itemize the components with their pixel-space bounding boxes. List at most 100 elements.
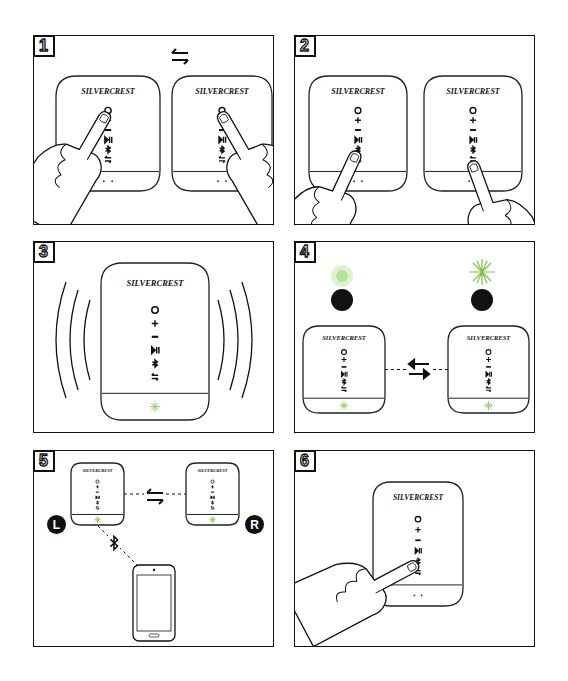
speaker-band [304,398,384,399]
step-panel: 6SILVERCREST [294,450,535,647]
drawing-stroke [153,569,155,571]
bluetooth-button [471,146,475,152]
speaker-band [310,171,406,172]
play-pause-button [105,137,112,143]
step-number: 3 [39,244,48,260]
speaker-body [448,326,529,413]
drawing-stroke [144,486,166,506]
volume-up-button [211,485,214,488]
control-buttons [486,350,491,392]
link-button [96,506,99,509]
volume-down-button [415,539,420,541]
volume-down-button [96,492,99,493]
speaker-band [187,514,238,515]
drawing-stroke [449,147,535,225]
step-panel: 4SILVERCREST SILVERCREST [294,241,535,433]
step-number: 5 [39,453,48,469]
step-badge: 4 [294,241,316,263]
link-button [105,156,111,163]
pairing-link [385,369,448,370]
brand-name: SILVERCREST [197,469,227,474]
channel-letter: R [250,519,259,531]
volume-down-button [211,492,214,493]
volume-up-button [152,320,158,326]
power-button [211,480,214,483]
link-button [211,506,214,509]
indicator-dot [111,180,113,182]
drawing-stroke [110,536,117,549]
play-pause-button [152,347,159,353]
volume-down-button [355,129,361,131]
drawing-stroke [481,194,523,225]
volume-up-button [96,485,99,488]
speaker-band [72,514,123,515]
speaker-body [186,463,239,525]
drawing-stroke [133,565,175,641]
drawing-stroke [300,182,344,225]
pairing-arrows [144,486,166,506]
volume-up-button [342,357,347,362]
bluetooth-button [220,146,225,153]
link-button [219,156,225,163]
drawing-stroke [211,519,213,521]
drawing-stroke [44,139,91,193]
play-pause-button [415,548,421,553]
drawing-stroke [469,259,495,285]
brand-name: SILVERCREST [322,335,365,342]
step-number: 2 [300,38,309,54]
bluetooth-button [106,146,111,153]
step-number: 4 [300,244,309,260]
volume-up-button [355,117,361,123]
power-button [486,350,491,355]
drawing-stroke [153,405,157,409]
step-panel: 5LSILVERCRESTSILVERCRESTR [33,450,274,647]
speaker-body [303,326,385,413]
pairing-link [124,494,186,495]
power-button [415,517,420,522]
drawing-stroke [329,565,383,611]
power-button [355,108,361,114]
drawing-stroke [469,259,495,285]
drawing-stroke [199,92,274,225]
speaker: SILVERCREST [303,326,385,413]
indicator-dot [217,180,219,182]
control-buttons [96,480,99,510]
drawing-stroke [209,517,215,523]
power-button [470,108,476,114]
drawing-stroke [331,265,353,287]
drawing-stroke [487,404,490,407]
drawing-stroke [407,562,417,572]
drawing-stroke [219,113,229,123]
step-badge: 6 [294,450,316,472]
drawing-stroke [137,575,171,631]
drawing-stroke [150,401,161,412]
speaker: SILVERCREST [309,76,407,191]
drawing-stroke [237,139,274,193]
drawing-stroke [294,134,380,225]
indicator-dot [353,180,355,182]
power-button [342,350,347,355]
drawing-stroke [331,289,353,311]
link-button [486,386,491,391]
play-pause-button [211,496,214,499]
drawing-stroke [409,360,429,378]
pointing-hand [449,147,535,225]
volume-down-button [152,336,158,338]
indicator-dot [361,180,363,182]
brand-name: SILVERCREST [393,494,443,502]
bluetooth-button [152,360,157,367]
channel-badge: L [47,515,66,534]
drawing-stroke [294,527,429,647]
drawing-stroke [484,401,492,409]
step-number: 1 [39,38,48,54]
brand-name: SILVERCREST [81,88,135,96]
step-badge: 3 [33,241,55,263]
drawing-stroke [33,92,129,225]
drawing-stroke [471,289,493,311]
brand-name: SILVERCREST [331,88,385,96]
brand-name: SILVERCREST [467,335,510,342]
channel-badge: R [245,515,264,534]
indicator-lights [331,259,495,311]
indicator-dot [421,595,423,597]
play-pause-button [355,137,361,143]
